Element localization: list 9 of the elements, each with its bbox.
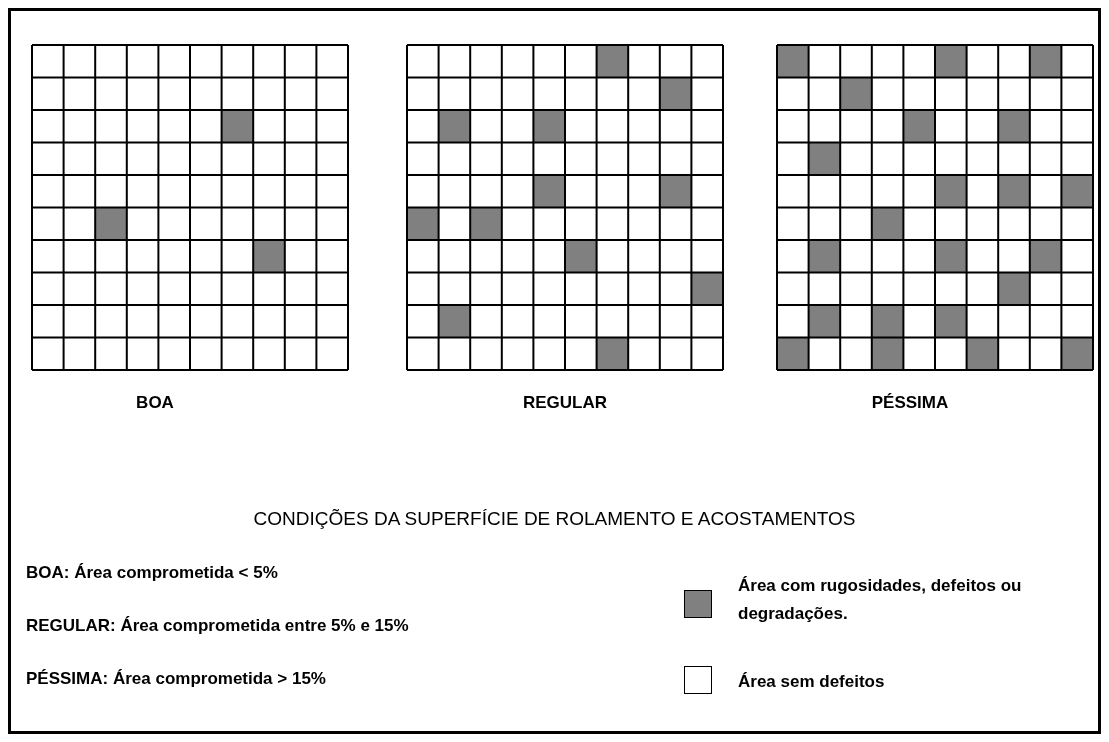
title: CONDIÇÕES DA SUPERFÍCIE DE ROLAMENTO E ACOSTAMENTOS [253,508,856,530]
legend-text: Área sem defeitos [738,671,885,693]
grid-caption: BOA [136,393,174,413]
grid-caption: REGULAR [522,393,608,413]
condition-definition: PÉSSIMA: Área comprometida > 15% [26,669,326,689]
legend-text: Área com rugosidades, defeitos ou degradações. [738,575,1023,625]
condition-definition: BOA: Área comprometida < 5% [26,563,278,583]
grid-caption: PÉSSIMA [871,393,949,413]
condition-definition: REGULAR: Área comprometida entre 5% e 15% [26,616,409,636]
